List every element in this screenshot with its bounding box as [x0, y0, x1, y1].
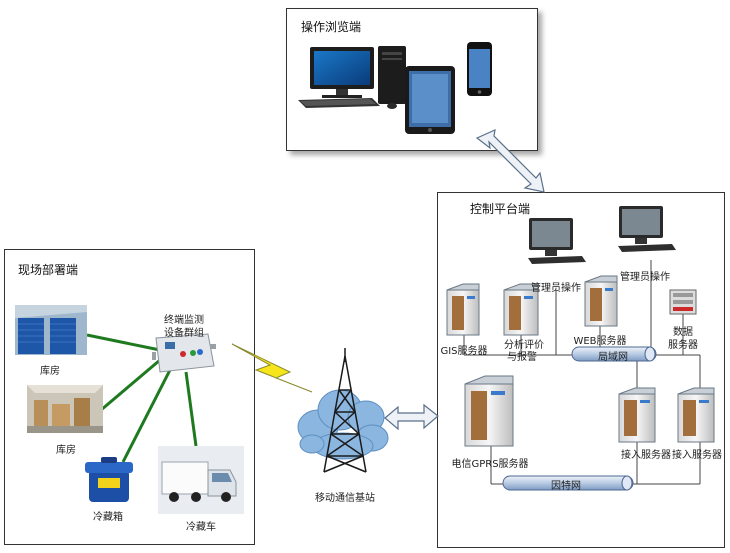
access-server-2-icon — [677, 387, 715, 443]
control-panel-title: 控制平台端 — [470, 202, 531, 216]
site-links — [86, 333, 198, 463]
cooler-box-icon — [85, 457, 133, 502]
browse-panel-title: 操作浏览端 — [301, 20, 362, 34]
warehouse-1-icon — [15, 305, 87, 355]
base-station-label: 移动通信基站 — [315, 493, 375, 504]
smartphone-icon — [467, 42, 492, 96]
warehouse-2-icon — [27, 385, 103, 433]
gis-server-label: GIS服务器 — [440, 346, 488, 357]
admin-workstation-1-icon — [528, 218, 586, 264]
analysis-server-label-line1: 分析评价 — [504, 340, 544, 351]
gis-server-icon — [446, 283, 480, 336]
web-server-label: WEB服务器 — [573, 336, 627, 347]
terminal-label-line2: 设备群组 — [164, 328, 204, 339]
reefer-truck-icon — [158, 446, 244, 514]
tablet-icon — [405, 66, 455, 134]
gprs-server-label: 电信GPRS服务器 — [451, 459, 529, 470]
analysis-server-label-line2: 与报警 — [507, 352, 537, 363]
warehouse-2-label: 库房 — [56, 445, 76, 456]
cloud-icon — [297, 389, 389, 460]
terminal-label-line1: 终端监测 — [164, 315, 204, 326]
access-server-2-label: 接入服务器 — [672, 450, 722, 461]
internet-label: 因特网 — [551, 481, 581, 492]
double-arrow-icon — [384, 403, 439, 431]
lan-label: 局域网 — [598, 352, 628, 363]
web-server-icon — [584, 275, 618, 327]
analysis-server-icon — [503, 283, 539, 336]
cell-tower-icon — [323, 348, 367, 473]
gprs-server-icon — [464, 375, 514, 447]
admin-1-label: 管理员操作 — [531, 283, 581, 294]
site-panel-title: 现场部署端 — [18, 263, 79, 277]
admin-workstation-2-icon — [618, 206, 676, 252]
double-arrow-icon — [475, 128, 545, 193]
warehouse-1-label: 库房 — [40, 366, 60, 377]
reefer-truck-label: 冷藏车 — [186, 522, 216, 533]
data-server-label-line2: 服务器 — [668, 340, 698, 351]
data-server-icon — [669, 289, 697, 315]
data-server-label-line1: 数据 — [673, 327, 693, 338]
desktop-computer-icon — [298, 46, 406, 109]
cooler-box-label: 冷藏箱 — [93, 512, 123, 523]
access-server-1-label: 接入服务器 — [621, 450, 671, 461]
admin-2-label: 管理员操作 — [620, 272, 670, 283]
terminal-device-icon — [152, 333, 216, 373]
internet-pipe — [502, 475, 634, 491]
lightning-icon — [231, 343, 313, 393]
access-server-1-icon — [618, 387, 656, 443]
lan-pipe — [571, 346, 657, 362]
